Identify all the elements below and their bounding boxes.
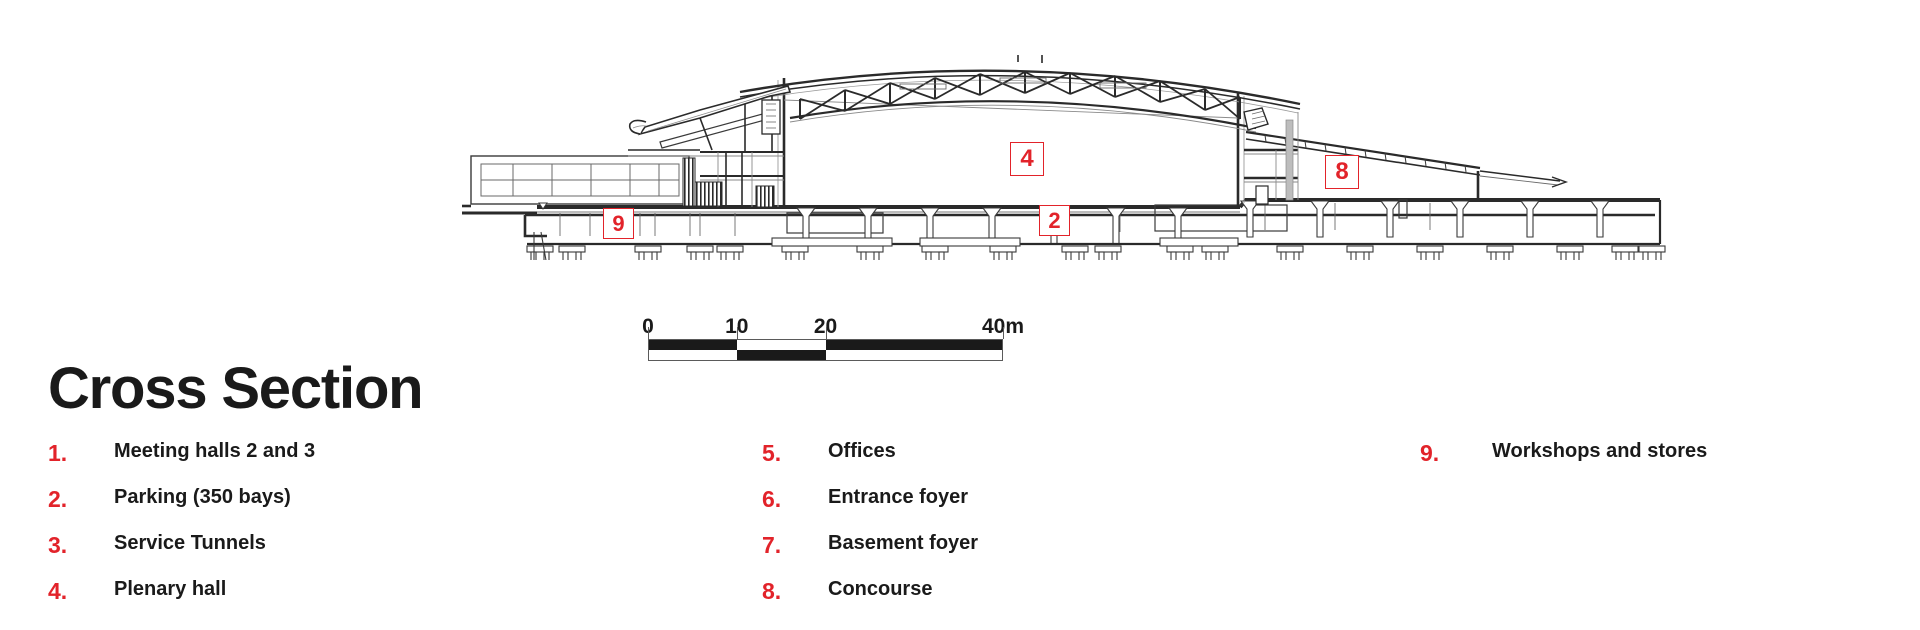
scale-seg [737, 350, 826, 360]
scale-bar-labels: 0 10 20 40m [642, 313, 1024, 339]
legend-label: Concourse [828, 578, 933, 600]
legend-label: Entrance foyer [828, 486, 969, 508]
room-marker-8: 8 [1325, 155, 1359, 189]
roof-truss [739, 55, 1301, 133]
scale-bar: 0 10 20 40m [642, 313, 1024, 361]
scale-seg [825, 340, 1002, 350]
legend-item: 4. Plenary hall [48, 578, 315, 624]
legend-column-3: 9. Workshops and stores [1420, 440, 1707, 486]
scale-tick-label-40m: 40m [981, 315, 1025, 338]
scale-row-bottom [648, 350, 1003, 361]
room-marker-4: 4 [1010, 142, 1044, 176]
room-marker-9: 9 [603, 208, 634, 239]
page-title: Cross Section [48, 356, 424, 421]
scale-tick-mark-10 [736, 327, 738, 339]
legend-number: 5. [762, 440, 782, 466]
legend-number: 3. [48, 532, 68, 558]
legend-label: Parking (350 bays) [114, 486, 291, 508]
legend-label: Meeting halls 2 and 3 [114, 440, 316, 462]
scale-seg [649, 350, 737, 360]
scale-seg [826, 350, 1003, 360]
legend-label: Workshops and stores [1492, 440, 1708, 462]
legend-column-2: 5. Offices 6. Entrance foyer 7. Basement… [762, 440, 978, 624]
cross-section-drawing: 4 8 2 9 [0, 0, 1920, 260]
legend-number: 8. [762, 578, 782, 604]
scale-bar-graphic [648, 327, 1004, 361]
legend-label: Service Tunnels [114, 532, 266, 554]
legend-item: 3. Service Tunnels [48, 532, 315, 578]
scale-seg [649, 340, 738, 350]
cross-section-svg [462, 55, 1666, 260]
legend-number: 2. [48, 486, 68, 512]
legend-item: 1. Meeting halls 2 and 3 [48, 440, 315, 486]
foundation-piles [526, 245, 1666, 260]
scale-seg [737, 340, 825, 350]
entrance-canopy [628, 85, 792, 208]
scale-tick-label-20: 20 [813, 315, 838, 338]
legend-label: Plenary hall [114, 578, 227, 600]
legend-item: 8. Concourse [762, 578, 978, 624]
concourse-canopy [1243, 107, 1569, 205]
legend-item: 2. Parking (350 bays) [48, 486, 315, 532]
scale-row-top [648, 339, 1003, 350]
legend-number: 4. [48, 578, 68, 604]
legend-item: 9. Workshops and stores [1420, 440, 1707, 486]
left-glazed-wing [462, 155, 696, 210]
room-marker-2: 2 [1039, 205, 1070, 236]
legend-number: 7. [762, 532, 782, 558]
legend-column-1: 1. Meeting halls 2 and 3 2. Parking (350… [48, 440, 315, 624]
scale-tick-label-10: 10 [725, 315, 749, 338]
legend-number: 1. [48, 440, 68, 466]
left-low-roof [628, 149, 700, 157]
scale-tick-mark-0 [648, 327, 649, 339]
scale-tick-mark-40 [1003, 327, 1004, 339]
legend-label: Basement foyer [828, 532, 979, 554]
legend-number: 9. [1420, 440, 1440, 466]
legend-item: 6. Entrance foyer [762, 486, 978, 532]
legend-item: 5. Offices [762, 440, 978, 486]
scale-tick-label-0: 0 [642, 315, 654, 339]
legend-number: 6. [762, 486, 782, 512]
legend-label: Offices [828, 440, 896, 462]
legend-item: 7. Basement foyer [762, 532, 978, 578]
basement-structure [462, 198, 1666, 260]
scale-tick-mark-20 [825, 327, 827, 339]
